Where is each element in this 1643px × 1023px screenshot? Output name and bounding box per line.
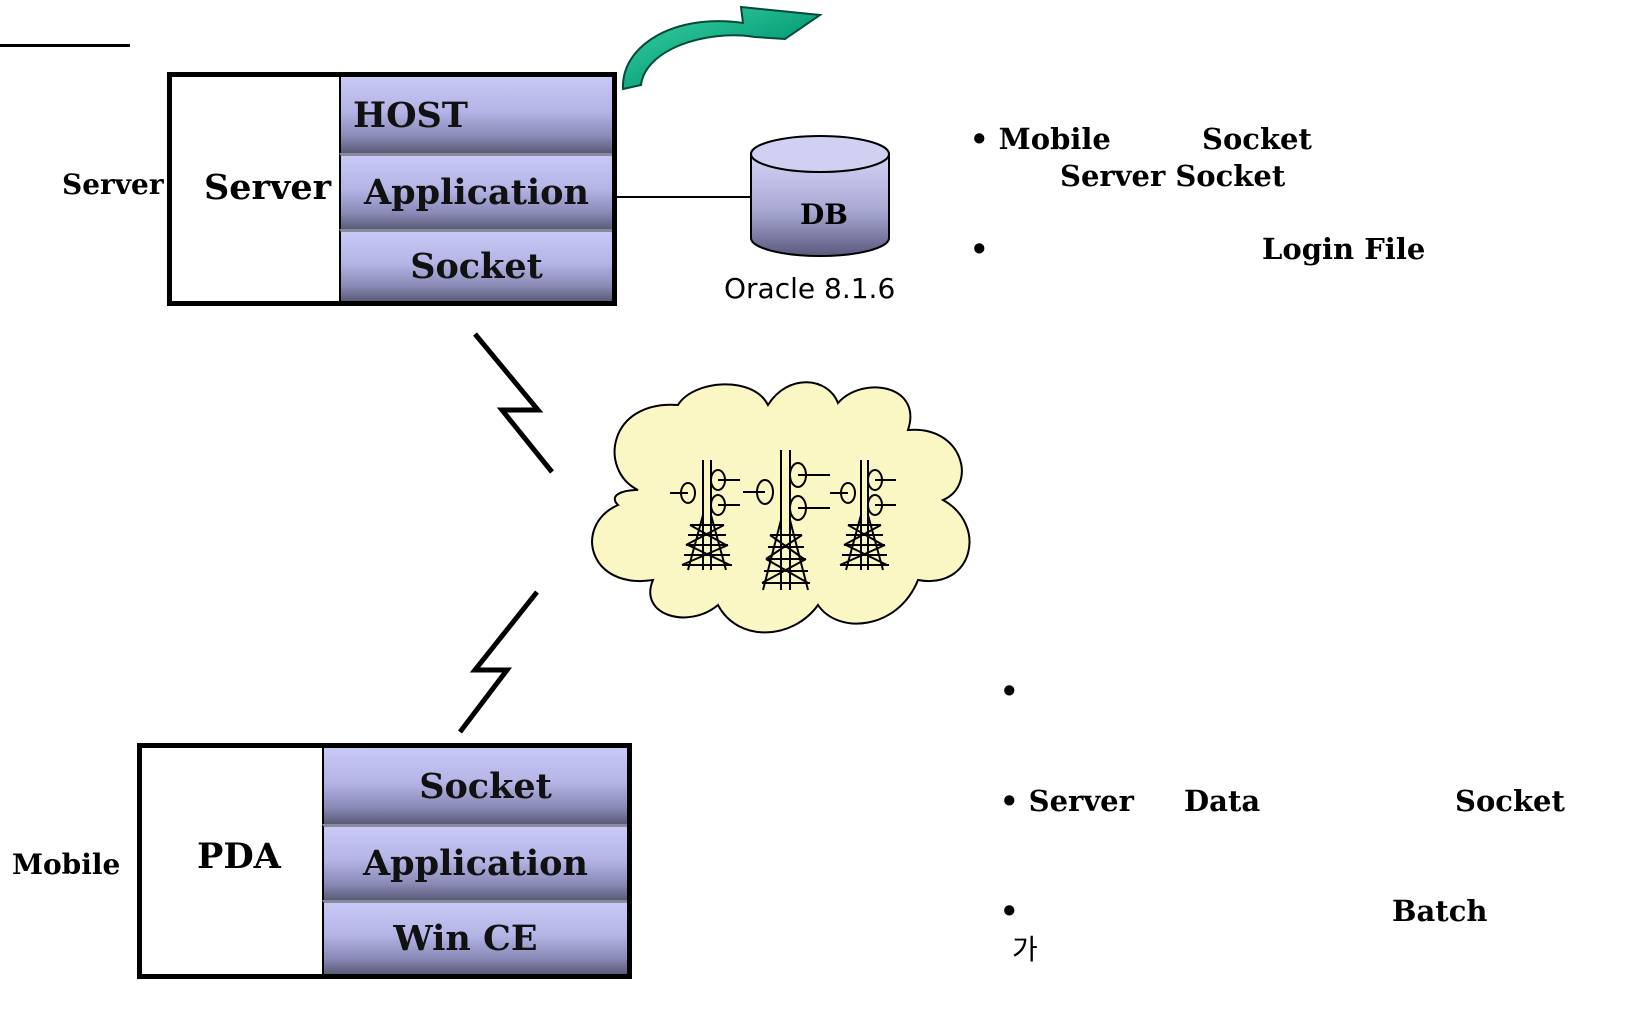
mobile-side-label: Mobile [12,848,121,881]
server-box-label: Server [204,167,332,208]
server-layer-host-label: HOST [353,94,468,136]
note-bottom-3-a: Batch [1392,894,1488,928]
note-top-2: Login File [1262,232,1426,266]
database-label: DB [800,198,848,231]
pda-layer-socket-label: Socket [419,765,552,807]
database-icon [750,135,890,257]
note-bottom-1-bullet: • [1000,674,1019,708]
wireless-network-cloud-icon [591,381,971,634]
pda-layer-application: Application [322,824,627,900]
pda-box: PDA Socket Application Win CE [137,743,632,979]
server-layer-application: Application [339,153,612,229]
pda-layer-wince-label: Win CE [393,918,538,959]
server-layer-socket: Socket [339,229,612,301]
wireless-link-top-icon [473,332,554,474]
note-bottom-3-bullet: • [1000,894,1019,928]
pda-layer-application-label: Application [363,843,588,884]
pda-layer-wince: Win CE [322,900,627,974]
note-top-2-bullet: • [970,232,989,266]
note-top-1-b: Socket [1202,122,1312,156]
database-caption: Oracle 8.1.6 [724,272,896,305]
note-bottom-2: • Server [1000,784,1134,818]
note-bottom-3-line2: 가 [1012,933,1038,966]
note-bottom-2-b: Data [1184,784,1261,818]
server-layer-host: HOST [339,77,612,153]
note-top-1-line2: Server Socket [1060,159,1286,193]
note-top-1-a: Mobile [998,122,1111,156]
curved-arrow-icon [621,5,823,91]
server-side-label: Server [62,168,164,201]
server-db-connector [617,196,752,198]
server-box: Server HOST Application Socket [167,72,617,306]
server-layer-socket-label: Socket [410,246,543,287]
note-top-1: • Mobile [970,122,1111,156]
bullet-icon: • [970,122,989,156]
wireless-link-bottom-icon [458,590,539,734]
pda-layer-socket: Socket [322,748,627,824]
server-layer-application-label: Application [364,172,589,213]
title-underline [0,44,130,47]
note-bottom-2-a: Server [1028,784,1134,818]
bullet-icon: • [1000,784,1019,818]
note-bottom-2-c: Socket [1455,784,1565,818]
pda-box-label: PDA [197,836,281,877]
